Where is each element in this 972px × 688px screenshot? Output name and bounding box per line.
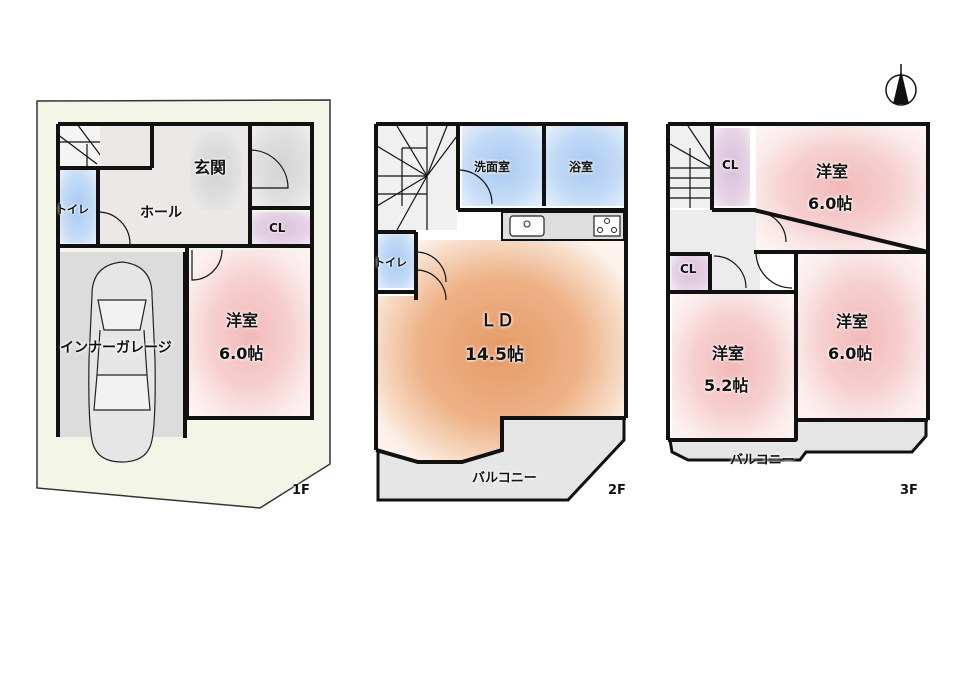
western-room-3-3f	[798, 254, 926, 420]
entrance-1f	[190, 132, 242, 210]
western-room-1f	[188, 250, 312, 418]
room-label-western-1: 洋室	[816, 162, 849, 181]
room-size-ld: 14.5帖	[465, 345, 524, 365]
room-label-toilet: トイレ	[56, 203, 89, 216]
room-label-entrance: 玄関	[194, 158, 227, 177]
closet-2-3f	[672, 254, 710, 290]
room-label-toilet-2f: トイレ	[374, 256, 407, 269]
stairs-3f	[670, 126, 712, 208]
closet-1f	[252, 212, 310, 244]
room-label-hall: ホール	[140, 205, 182, 221]
room-size-western-2: 5.2帖	[704, 376, 749, 395]
toilet-1f	[60, 170, 96, 243]
room-label-washroom: 洗面室	[474, 160, 511, 174]
room-size-western-3: 6.0帖	[828, 344, 873, 363]
bathroom-2f	[546, 126, 626, 206]
floor-label-1f: 1F	[292, 483, 310, 498]
toilet-2f	[378, 234, 414, 288]
room-label-garage: インナーガレージ	[60, 340, 172, 356]
storage-1f	[252, 126, 310, 208]
room-label-closet: CL	[269, 221, 286, 235]
stairs-2f	[377, 126, 457, 230]
room-label-balcony-3f: バルコニー	[730, 453, 795, 468]
room-label-balcony-2f: バルコニー	[472, 471, 537, 486]
floor-label-3f: 3F	[900, 483, 918, 498]
floor-label-2f: 2F	[608, 483, 626, 498]
room-label-closet-1: CL	[722, 158, 739, 172]
washroom-2f	[462, 126, 542, 206]
room-label-bathroom: 浴室	[569, 160, 594, 174]
western-room-2-3f	[672, 292, 794, 440]
room-size-western-1: 6.0帖	[808, 194, 853, 213]
closet-1-3f	[714, 128, 750, 206]
room-label-western-3: 洋室	[836, 312, 869, 331]
room-label-ld: ＬＤ	[480, 311, 514, 331]
room-size-western: 6.0帖	[219, 344, 264, 363]
room-label-western-2: 洋室	[712, 344, 745, 363]
room-label-western: 洋室	[226, 311, 259, 330]
room-label-closet-2: CL	[680, 262, 697, 276]
